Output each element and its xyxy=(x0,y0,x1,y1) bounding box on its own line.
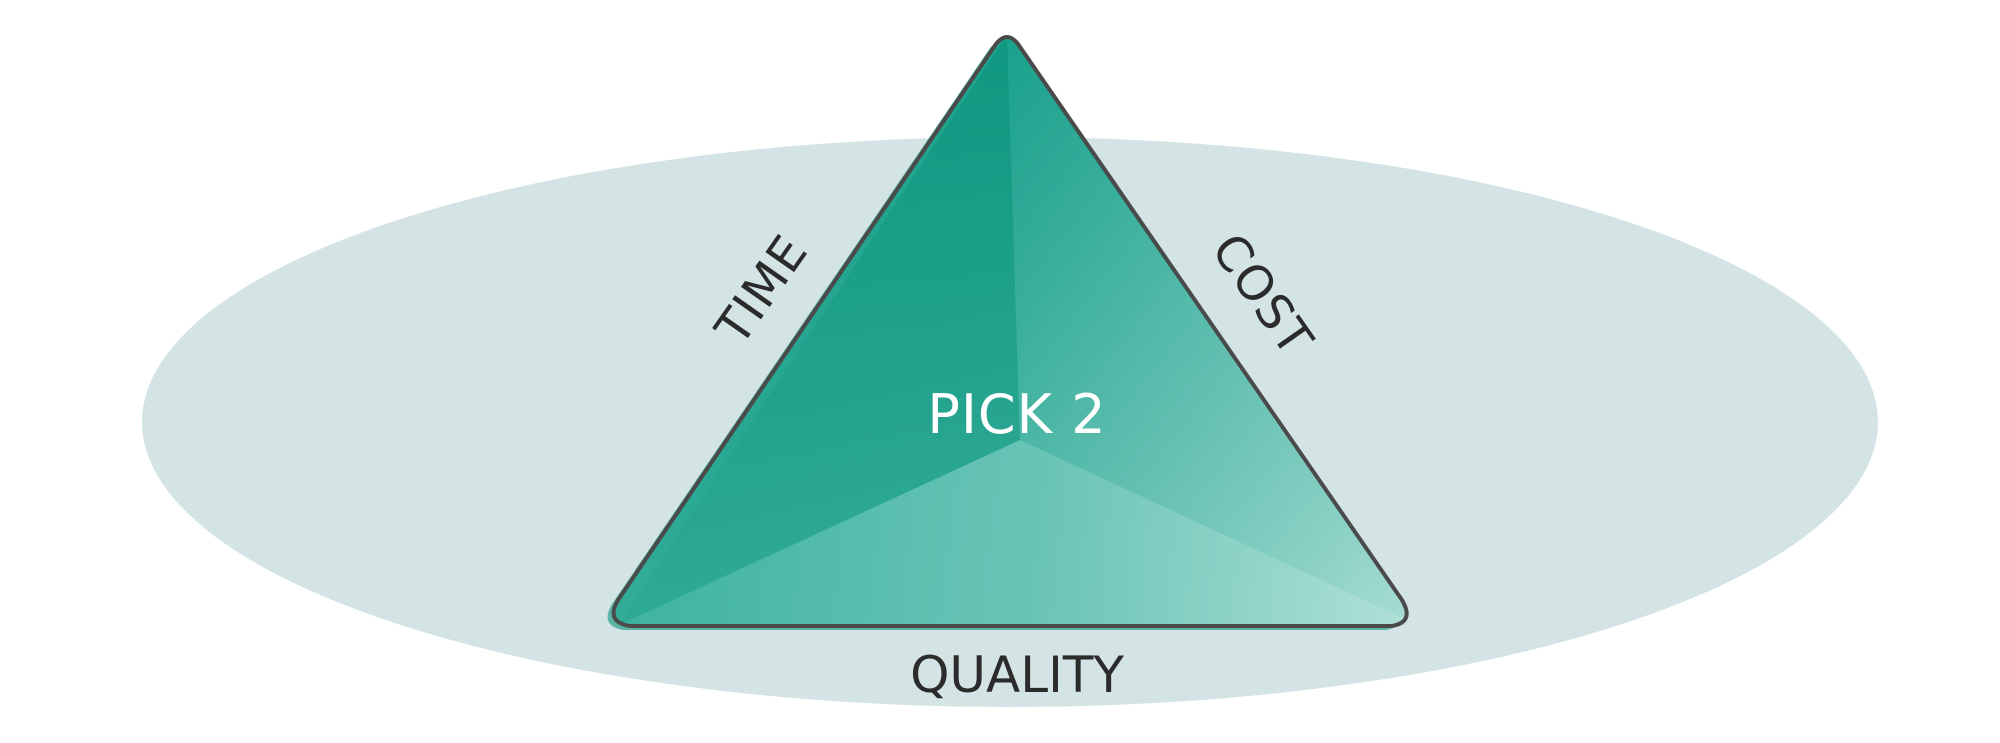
side-label-quality: QUALITY xyxy=(910,646,1124,704)
center-label: PICK 2 xyxy=(927,383,1107,446)
triangle-outline xyxy=(611,35,1409,628)
